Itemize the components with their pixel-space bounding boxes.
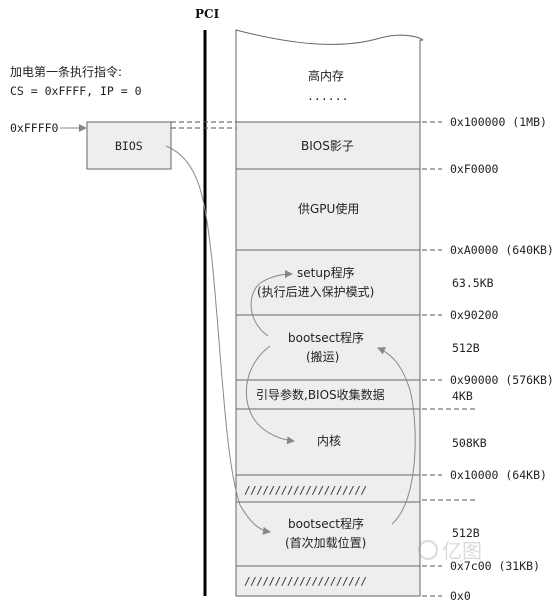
label-hatched-2: //////////////////// xyxy=(244,575,366,588)
region-high-memory xyxy=(235,29,423,123)
addr-f0000: 0xF0000 xyxy=(450,162,499,176)
addr-10000: 0x10000 (64KB) xyxy=(450,468,547,482)
addr-100000: 0x100000 (1MB) xyxy=(450,115,547,129)
addr-90200: 0x90200 xyxy=(450,308,499,322)
label-bootsect-moved-2: (搬运) xyxy=(306,349,339,364)
arrow-bootsect-to-setup xyxy=(250,270,293,337)
boot-note-line2: CS = 0xFFFF, IP = 0 xyxy=(10,84,142,98)
pci-label: PCI xyxy=(195,7,220,21)
label-bios-shadow: BIOS影子 xyxy=(301,139,354,153)
watermark-logo-icon xyxy=(418,540,438,560)
addr-a0000: 0xA0000 (640KB) xyxy=(450,243,554,257)
region-hatched-2 xyxy=(235,565,421,597)
label-bootsect-moved-1: bootsect程序 xyxy=(288,330,364,345)
region-setup xyxy=(235,249,421,316)
region-gpu-reserved xyxy=(235,168,421,251)
label-boot-params: 引导参数,BIOS收集数据 xyxy=(256,387,385,402)
boot-note-line1: 加电第一条执行指令: xyxy=(10,64,122,79)
watermark-text: 亿图 xyxy=(442,539,482,563)
bios-entry-address: 0xFFFF0 xyxy=(10,121,59,135)
size-4kb: 4KB xyxy=(452,389,473,403)
size-63-5kb: 63.5KB xyxy=(452,276,494,290)
size-508kb: 508KB xyxy=(452,436,487,450)
label-kernel: 内核 xyxy=(317,434,341,448)
label-gpu-reserved: 供GPU使用 xyxy=(298,201,359,216)
bios-chip xyxy=(86,121,172,170)
arrow-bootsect-to-kernel xyxy=(245,345,295,445)
size-512b-a: 512B xyxy=(452,341,480,355)
bios-chip-label: BIOS xyxy=(115,139,143,153)
size-512b-b: 512B xyxy=(452,526,480,540)
region-hatched-1 xyxy=(235,474,421,503)
watermark: 亿图 xyxy=(418,539,482,563)
label-high-memory-dots: ...... xyxy=(307,89,349,103)
arrow-bootsect-move xyxy=(377,347,416,525)
addr-90000: 0x90000 (576KB) xyxy=(450,373,554,387)
arrow-bios-to-bootsect xyxy=(165,145,271,535)
addr-7c00: 0x7c00 (31KB) xyxy=(450,559,540,573)
addr-0: 0x0 xyxy=(450,589,471,603)
label-bootsect-orig-1: bootsect程序 xyxy=(288,516,364,531)
label-hatched-1: //////////////////// xyxy=(244,484,366,497)
region-bios-shadow xyxy=(235,121,421,170)
label-setup-2: (执行后进入保护模式) xyxy=(257,285,374,299)
region-bootsect-original xyxy=(235,501,421,567)
label-bootsect-orig-2: (首次加载位置) xyxy=(285,535,366,550)
label-high-memory: 高内存 xyxy=(308,68,344,83)
region-bootsect-moved xyxy=(235,314,421,381)
region-kernel xyxy=(235,408,421,476)
label-setup-1: setup程序 xyxy=(297,265,355,280)
